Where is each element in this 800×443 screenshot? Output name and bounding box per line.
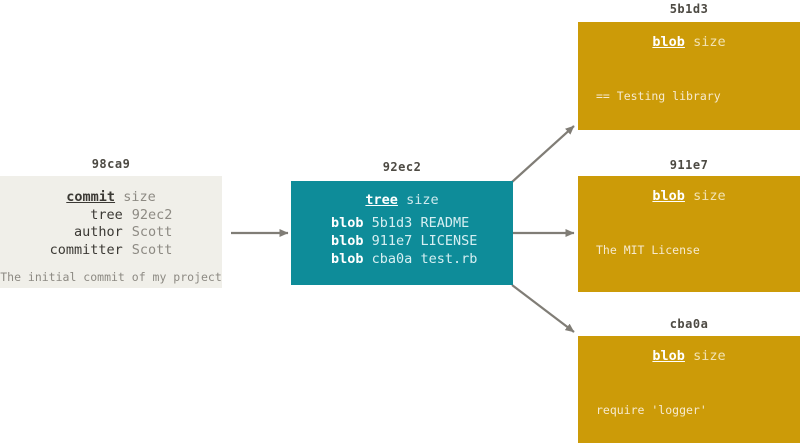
blob-readme-node: blob size == Testing library This librar… [578, 22, 800, 130]
tree-entry-sha: 911e7 [371, 232, 413, 249]
blob-line: == Testing library [596, 88, 721, 103]
blob-readme-label: 5b1d3 [669, 2, 709, 16]
blob-keyword: blob [652, 34, 685, 50]
tree-header: tree size [291, 193, 513, 208]
blob-testrb-content: require 'logger' require 'test/unit' cla… [578, 375, 800, 443]
tree-entry: blob 911e7 LICENSE [331, 232, 513, 250]
tree-entry-type: blob [331, 232, 364, 249]
blob-line: require 'logger' [596, 402, 707, 417]
blob-license-header: blob size [578, 189, 800, 204]
tree-node: tree size blob 5b1d3 README blob 911e7 L… [291, 181, 513, 285]
blob-license-content: The MIT License Copyright (c) 2008 Scott… [578, 215, 800, 292]
tree-keyword: tree [365, 192, 398, 208]
commit-size: size [123, 189, 156, 205]
commit-keyword: commit [66, 189, 116, 205]
blob-testrb-node: blob size require 'logger' require 'test… [578, 336, 800, 443]
tree-entry: blob cba0a test.rb [331, 250, 513, 268]
commit-field-value: 92ec2 [131, 206, 173, 223]
commit-field-value: Scott [131, 224, 173, 241]
tree-entry-name: test.rb [420, 250, 478, 267]
edge-tree-to-blob-readme [511, 125, 575, 183]
blob-readme-header: blob size [578, 35, 800, 50]
commit-field-value: Scott [131, 241, 173, 258]
tree-entry-name: README [420, 214, 470, 231]
blob-keyword: blob [652, 188, 685, 204]
tree-entry-name: LICENSE [420, 232, 478, 249]
edge-tree-to-blob-testrb [511, 284, 575, 333]
blob-keyword: blob [652, 348, 685, 364]
blob-size: size [693, 348, 726, 364]
commit-field-key: author [73, 224, 123, 241]
tree-size: size [406, 192, 439, 208]
tree-node-label: 92ec2 [382, 160, 422, 174]
blob-size: size [693, 34, 726, 50]
blob-line-gap [596, 285, 790, 292]
blob-size: size [693, 188, 726, 204]
blob-license-label: 911e7 [669, 158, 709, 172]
blob-testrb-label: cba0a [669, 317, 709, 331]
tree-entry-sha: cba0a [371, 250, 413, 267]
commit-header: commit size [0, 190, 222, 205]
blob-testrb-header: blob size [578, 349, 800, 364]
tree-entry-sha: 5b1d3 [371, 214, 413, 231]
tree-entry: blob 5b1d3 README [331, 214, 513, 232]
commit-field-key: committer [49, 241, 123, 258]
commit-field-key: tree [90, 206, 123, 223]
tree-entry-type: blob [331, 214, 364, 231]
blob-line: The MIT License [596, 242, 700, 257]
tree-entries: blob 5b1d3 README blob 911e7 LICENSE blo… [291, 214, 513, 268]
blob-readme-content: == Testing library This library is used … [578, 61, 800, 130]
commit-node-label: 98ca9 [91, 157, 131, 171]
tree-entry-type: blob [331, 250, 364, 267]
blob-license-node: blob size The MIT License Copyright (c) … [578, 176, 800, 292]
commit-node: commit size tree 92ec2 author Scott comm… [0, 176, 222, 288]
commit-fields: tree 92ec2 author Scott committer Scott [0, 207, 222, 260]
commit-message: The initial commit of my project [0, 270, 222, 285]
